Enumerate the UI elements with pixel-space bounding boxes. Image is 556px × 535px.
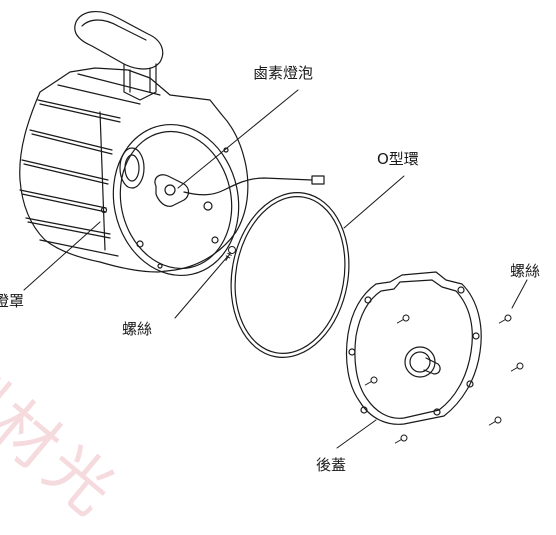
back-cover-icon: [345, 271, 482, 425]
screw-icon: [225, 246, 524, 444]
label-screw-right: 螺絲: [510, 262, 541, 280]
exploded-diagram: [19, 11, 528, 449]
o-ring-icon: [230, 192, 350, 358]
lamp-housing-icon: [19, 67, 249, 277]
label-halogen-bulb: 鹵素燈泡: [253, 64, 314, 82]
label-back-cover: 後蓋: [316, 456, 347, 474]
leader-lines: [23, 89, 528, 449]
handle-icon: [74, 11, 164, 101]
label-lamp-cover: 燈罩: [0, 292, 25, 310]
halogen-bulb-icon: [154, 174, 325, 211]
label-screw-left: 螺絲: [122, 320, 153, 338]
label-o-ring: O型環: [377, 150, 419, 168]
